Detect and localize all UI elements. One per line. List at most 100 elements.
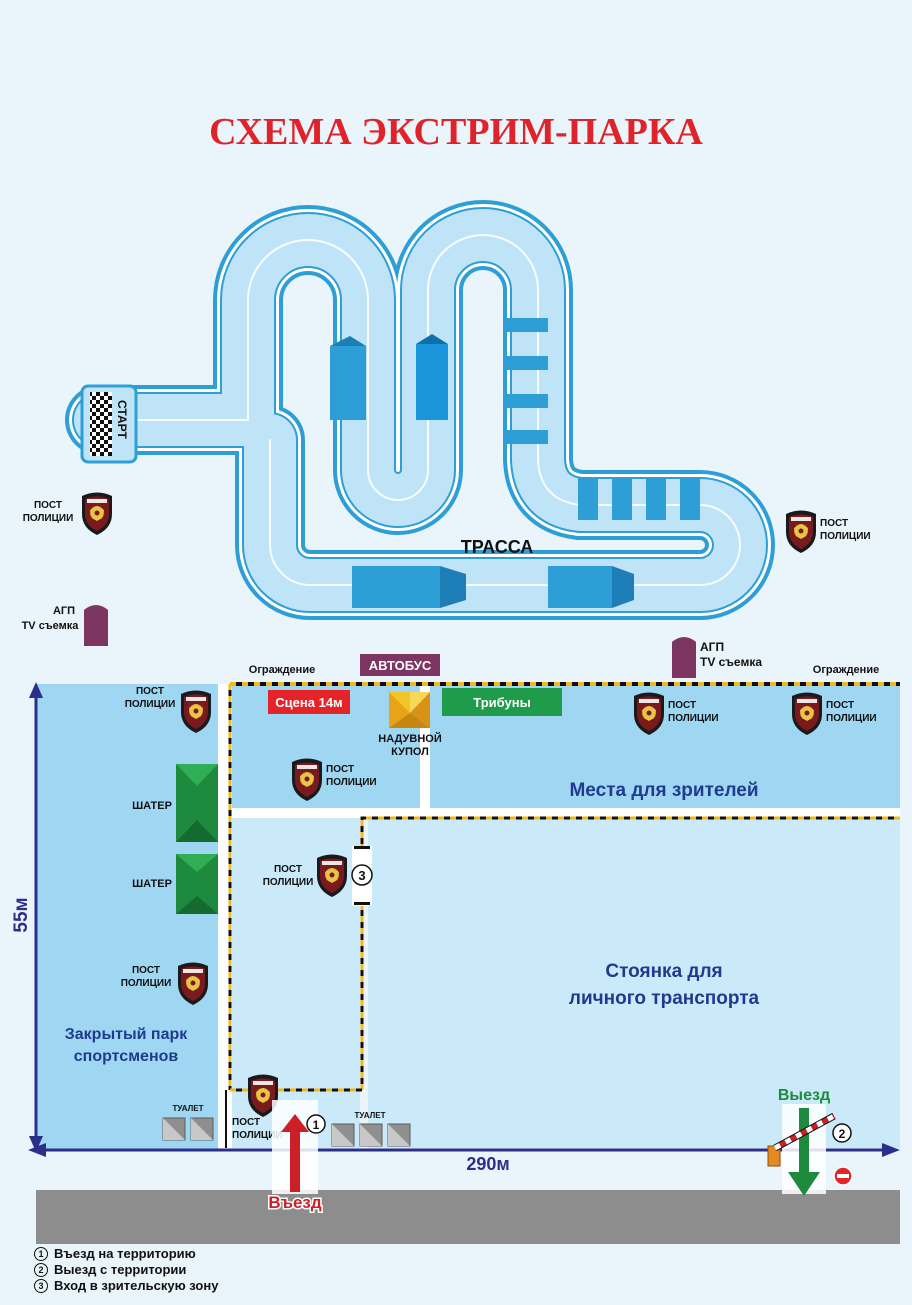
legend-item: 1 Въезд на территорию <box>34 1246 218 1262</box>
stage-marker: Сцена 14м <box>268 690 350 714</box>
spectator-entry-number: 3 <box>358 868 365 883</box>
legend-text: Вход в зрительскую зону <box>54 1278 219 1293</box>
police-label: ПОЛИЦИИ <box>23 513 74 524</box>
legend-text: Въезд на территорию <box>54 1246 196 1261</box>
agp-label: АГП <box>700 640 724 654</box>
police-post-stage-zone: ПОСТ ПОЛИЦИИ <box>292 758 377 801</box>
police-emblem-icon <box>82 492 112 535</box>
track-obstacles <box>330 318 700 608</box>
exit-number: 2 <box>839 1127 846 1141</box>
police-post-spectators-1: ПОСТ ПОЛИЦИИ <box>634 692 719 735</box>
entry-label: Въезд <box>268 1193 322 1212</box>
exit-number-icon <box>832 1123 852 1143</box>
police-post-spectators-2: ПОСТ ПОЛИЦИИ <box>792 692 877 735</box>
page-title: СХЕМА ЭКСТРИМ-ПАРКА <box>209 111 703 153</box>
entry-gate: 1 Въезд <box>267 1100 326 1214</box>
police-label: ПОЛИЦИИ <box>232 1130 283 1141</box>
exit-gate: Выезд 2 <box>767 1087 853 1196</box>
spectator-entry-number-icon <box>351 864 373 886</box>
height-dimension: 55м <box>11 682 43 1152</box>
police-post-corridor: ПОСТ ПОЛИЦИИ <box>263 854 347 897</box>
athletes-park-zone <box>36 684 230 1150</box>
toilet-label: ТУАЛЕТ <box>173 1104 204 1113</box>
spectators-zone-label: Места для зрителей <box>569 780 758 801</box>
legend-number-icon: 2 <box>34 1263 48 1277</box>
entry-number: 1 <box>313 1118 320 1132</box>
legend: 1 Въезд на территорию 2 Выезд с территории… <box>34 1246 218 1294</box>
police-label: ПОСТ <box>326 764 354 775</box>
police-label: ПОСТ <box>826 700 854 711</box>
entry-arrow-icon <box>281 1114 309 1132</box>
police-label: ПОСТ <box>34 500 62 511</box>
police-label: ПОЛИЦИИ <box>121 978 172 989</box>
road <box>36 1190 900 1244</box>
police-label: ПОСТ <box>820 518 848 529</box>
width-label: 290м <box>466 1154 509 1174</box>
entry-number-icon <box>306 1114 326 1134</box>
police-post-entry: ПОСТ ПОЛИЦИИ <box>232 1074 283 1141</box>
no-entry-icon <box>833 1166 853 1186</box>
police-post-track-right: ПОСТ ПОЛИЦИИ <box>786 510 871 553</box>
spectator-entry: 3 <box>351 846 373 906</box>
tv-label: TV съемка <box>22 620 80 632</box>
tent-label: ШАТЕР <box>132 800 172 812</box>
police-post-athletes-bottom: ПОСТ ПОЛИЦИИ <box>121 962 208 1005</box>
legend-item: 3 Вход в зрительскую зону <box>34 1278 218 1294</box>
toilet-label: ТУАЛЕТ <box>355 1111 386 1120</box>
police-label: ПОЛИЦИИ <box>263 877 314 888</box>
police-emblem-icon <box>786 510 816 553</box>
police-label: ПОСТ <box>274 864 302 875</box>
inflatable-dome: НАДУВНОЙ КУПОЛ <box>378 692 442 758</box>
tent-1: ШАТЕР <box>132 764 218 842</box>
toilets-right: ТУАЛЕТ <box>331 1111 411 1147</box>
parking-zone <box>368 818 900 1148</box>
bus-marker: АВТОБУС <box>360 654 440 676</box>
barrier-icon <box>767 1112 836 1167</box>
legend-number-icon: 1 <box>34 1247 48 1261</box>
dome-label: КУПОЛ <box>391 746 429 758</box>
race-track: СТАРТ ТРАССА <box>65 200 775 620</box>
bus-label: АВТОБУС <box>369 658 432 673</box>
police-label: ПОЛИЦИИ <box>820 531 871 542</box>
toilets-left: ТУАЛЕТ <box>162 1104 214 1141</box>
athletes-park-label: спортсменов <box>74 1048 179 1065</box>
police-label: ПОСТ <box>668 700 696 711</box>
stands-marker: Трибуны <box>442 688 562 716</box>
police-post-track-left: ПОСТ ПОЛИЦИИ <box>23 492 112 535</box>
dome-label: НАДУВНОЙ <box>378 732 442 745</box>
police-label: ПОЛИЦИИ <box>326 777 377 788</box>
legend-item: 2 Выезд с территории <box>34 1262 218 1278</box>
stage-label: Сцена 14м <box>275 695 342 710</box>
legend-number-icon: 3 <box>34 1279 48 1293</box>
tent-label: ШАТЕР <box>132 878 172 890</box>
exit-label: Выезд <box>778 1087 830 1104</box>
agp-tv-right: АГП TV съемка <box>672 637 762 678</box>
agp-tv-left: АГП TV съемка <box>22 605 108 646</box>
stands-label: Трибуны <box>473 695 530 710</box>
police-label: ПОЛИЦИИ <box>826 713 877 724</box>
tv-label: TV съемка <box>700 655 762 669</box>
width-dimension: 290м <box>28 1143 900 1174</box>
agp-label: АГП <box>53 605 75 617</box>
police-label: ПОСТ <box>132 965 160 976</box>
fence-label-right: Ограждение <box>813 664 879 676</box>
exit-arrow-icon <box>788 1172 820 1196</box>
police-label: ПОЛИЦИИ <box>668 713 719 724</box>
start-label: СТАРТ <box>115 400 129 439</box>
fence-lines <box>225 682 900 1148</box>
athletes-park-label: Закрытый парк <box>65 1026 188 1043</box>
start-flag-pattern <box>90 392 112 456</box>
police-post-athletes-top: ПОСТ ПОЛИЦИИ <box>125 686 211 733</box>
police-label: ПОСТ <box>136 686 164 697</box>
police-label: ПОСТ <box>232 1117 260 1128</box>
parking-zone-label: личного транспорта <box>569 988 760 1009</box>
fence-label-left: Ограждение <box>249 664 315 676</box>
tent-2: ШАТЕР <box>132 854 218 914</box>
parking-zone-label: Стоянка для <box>605 961 722 982</box>
police-label: ПОЛИЦИИ <box>125 699 176 710</box>
height-label: 55м <box>11 897 32 932</box>
legend-text: Выезд с территории <box>54 1262 187 1277</box>
track-label: ТРАССА <box>461 537 534 557</box>
